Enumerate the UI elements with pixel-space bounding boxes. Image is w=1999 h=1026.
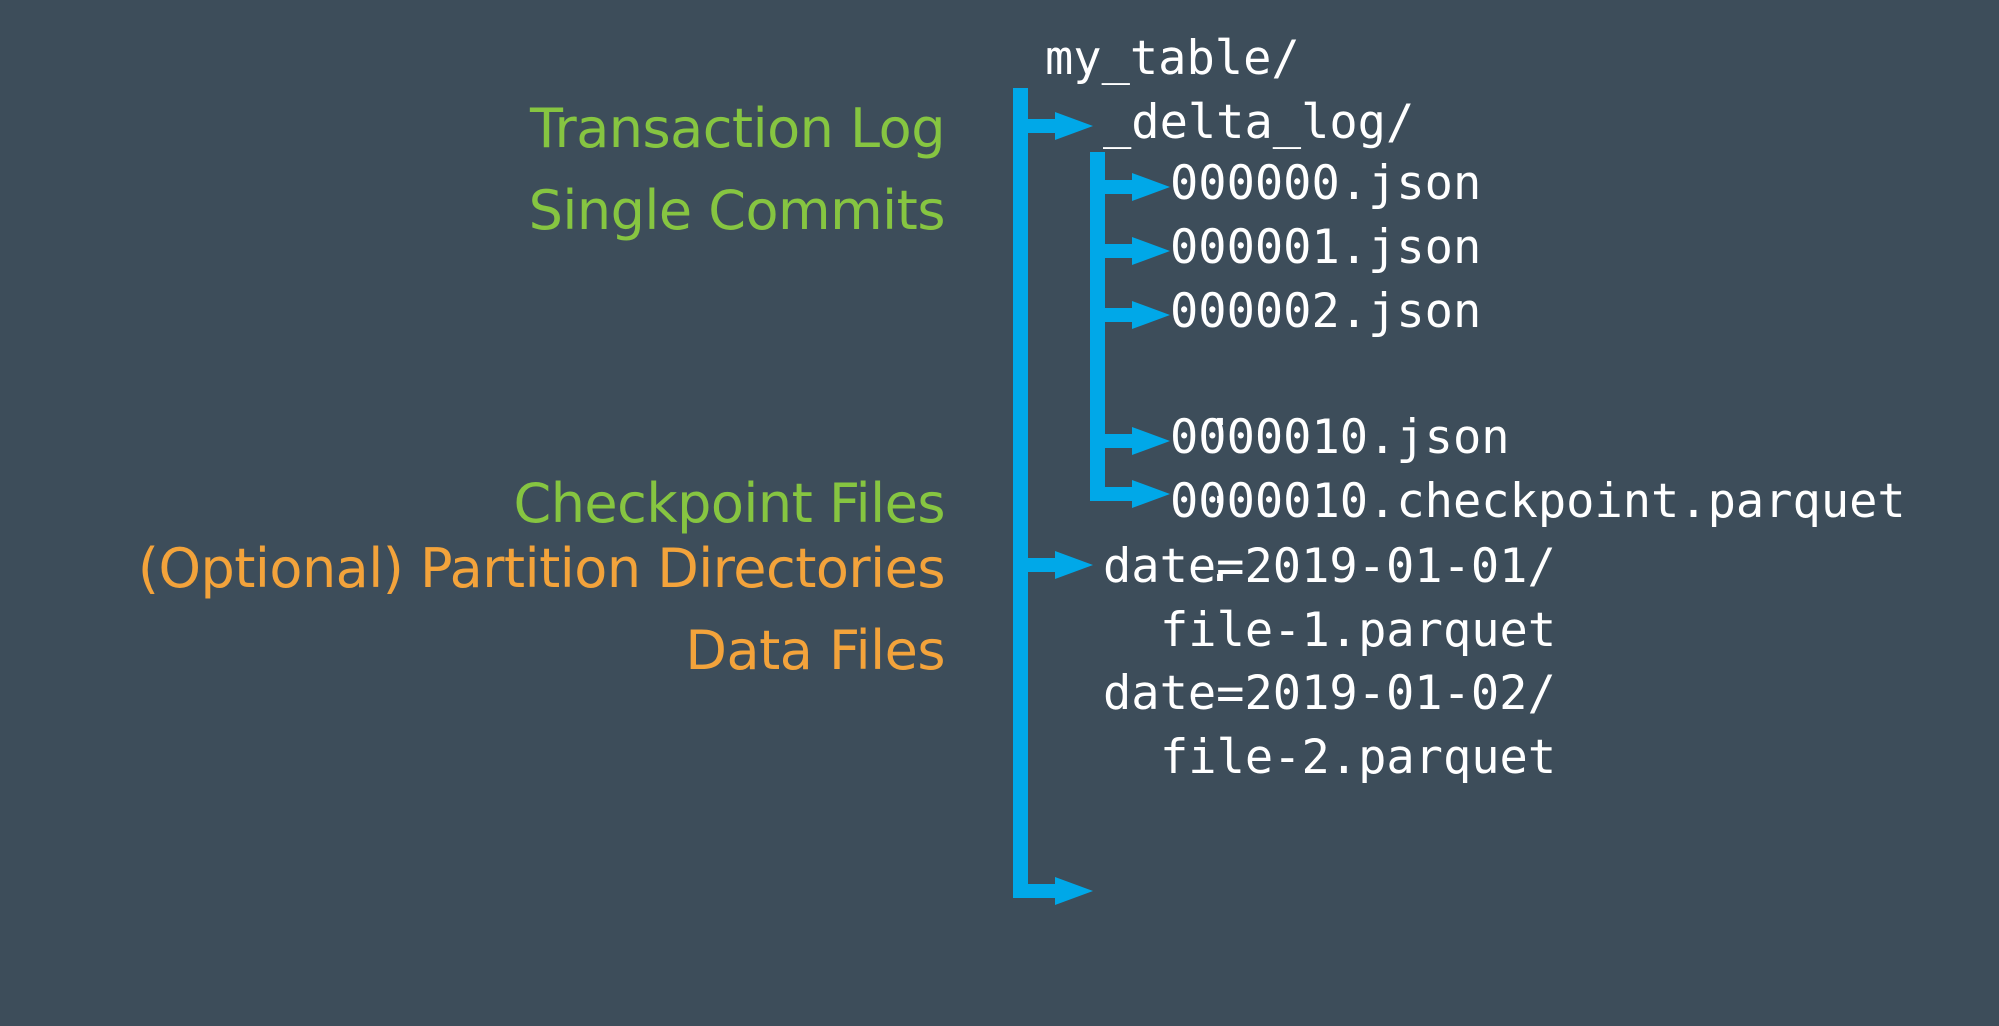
annotation-line: (Optional) Partition Directories	[137, 537, 946, 600]
tree-node-data-file-1: file-1.parquet	[1160, 603, 1557, 658]
branch-arrow-commit-0	[1132, 173, 1170, 201]
trunk-delta-log	[1090, 152, 1105, 501]
annotation-line: Checkpoint Files	[513, 472, 946, 535]
annotation-line: Data Files	[685, 619, 945, 682]
tree-node-commit-1: 000001.json	[1170, 220, 1482, 275]
tree-node-partition-dir-1: date=2019-01-01/	[1103, 539, 1556, 594]
branch-arrow-late-commit	[1132, 427, 1170, 455]
branch-stem-checkpoint	[1090, 487, 1138, 501]
tree-node-partition-dir-2: date=2019-01-02/	[1103, 666, 1556, 721]
annotation-transaction-log: Transaction Log Single Commits	[528, 88, 946, 252]
annotation-line: Single Commits	[528, 179, 946, 242]
tree-node-commit-2: 000002.json	[1170, 284, 1482, 339]
branch-stem-commit-1	[1090, 244, 1138, 258]
branch-stem-partition-1	[1013, 558, 1061, 572]
branch-arrow-commit-2	[1132, 301, 1170, 329]
tree-node-late-commit: 0000010.json	[1170, 410, 1510, 465]
tree-node-delta-log: _delta_log/	[1103, 95, 1415, 150]
branch-stem-late-commit	[1090, 434, 1138, 448]
branch-arrow-delta-log	[1055, 112, 1093, 140]
branch-arrow-partition-1	[1055, 551, 1093, 579]
branch-stem-commit-2	[1090, 308, 1138, 322]
tree-node-commit-0: 000000.json	[1170, 156, 1482, 211]
branch-stem-partition-2	[1013, 884, 1061, 898]
tree-ellipsis: . . .	[1200, 345, 1240, 631]
trunk-root	[1013, 88, 1028, 898]
branch-stem-delta-log	[1013, 119, 1061, 133]
annotation-checkpoint-files: Checkpoint Files	[514, 463, 946, 545]
annotation-partition-data: (Optional) Partition Directories Data Fi…	[137, 528, 946, 692]
branch-stem-commit-0	[1090, 180, 1138, 194]
branch-arrow-checkpoint	[1132, 480, 1170, 508]
tree-node-checkpoint: 0000010.checkpoint.parquet	[1170, 474, 1906, 529]
tree-node-data-file-2: file-2.parquet	[1160, 730, 1557, 785]
branch-arrow-partition-2	[1055, 877, 1093, 905]
branch-arrow-commit-1	[1132, 237, 1170, 265]
tree-node-root: my_table/	[1045, 31, 1300, 86]
annotation-line: Transaction Log	[529, 97, 946, 160]
